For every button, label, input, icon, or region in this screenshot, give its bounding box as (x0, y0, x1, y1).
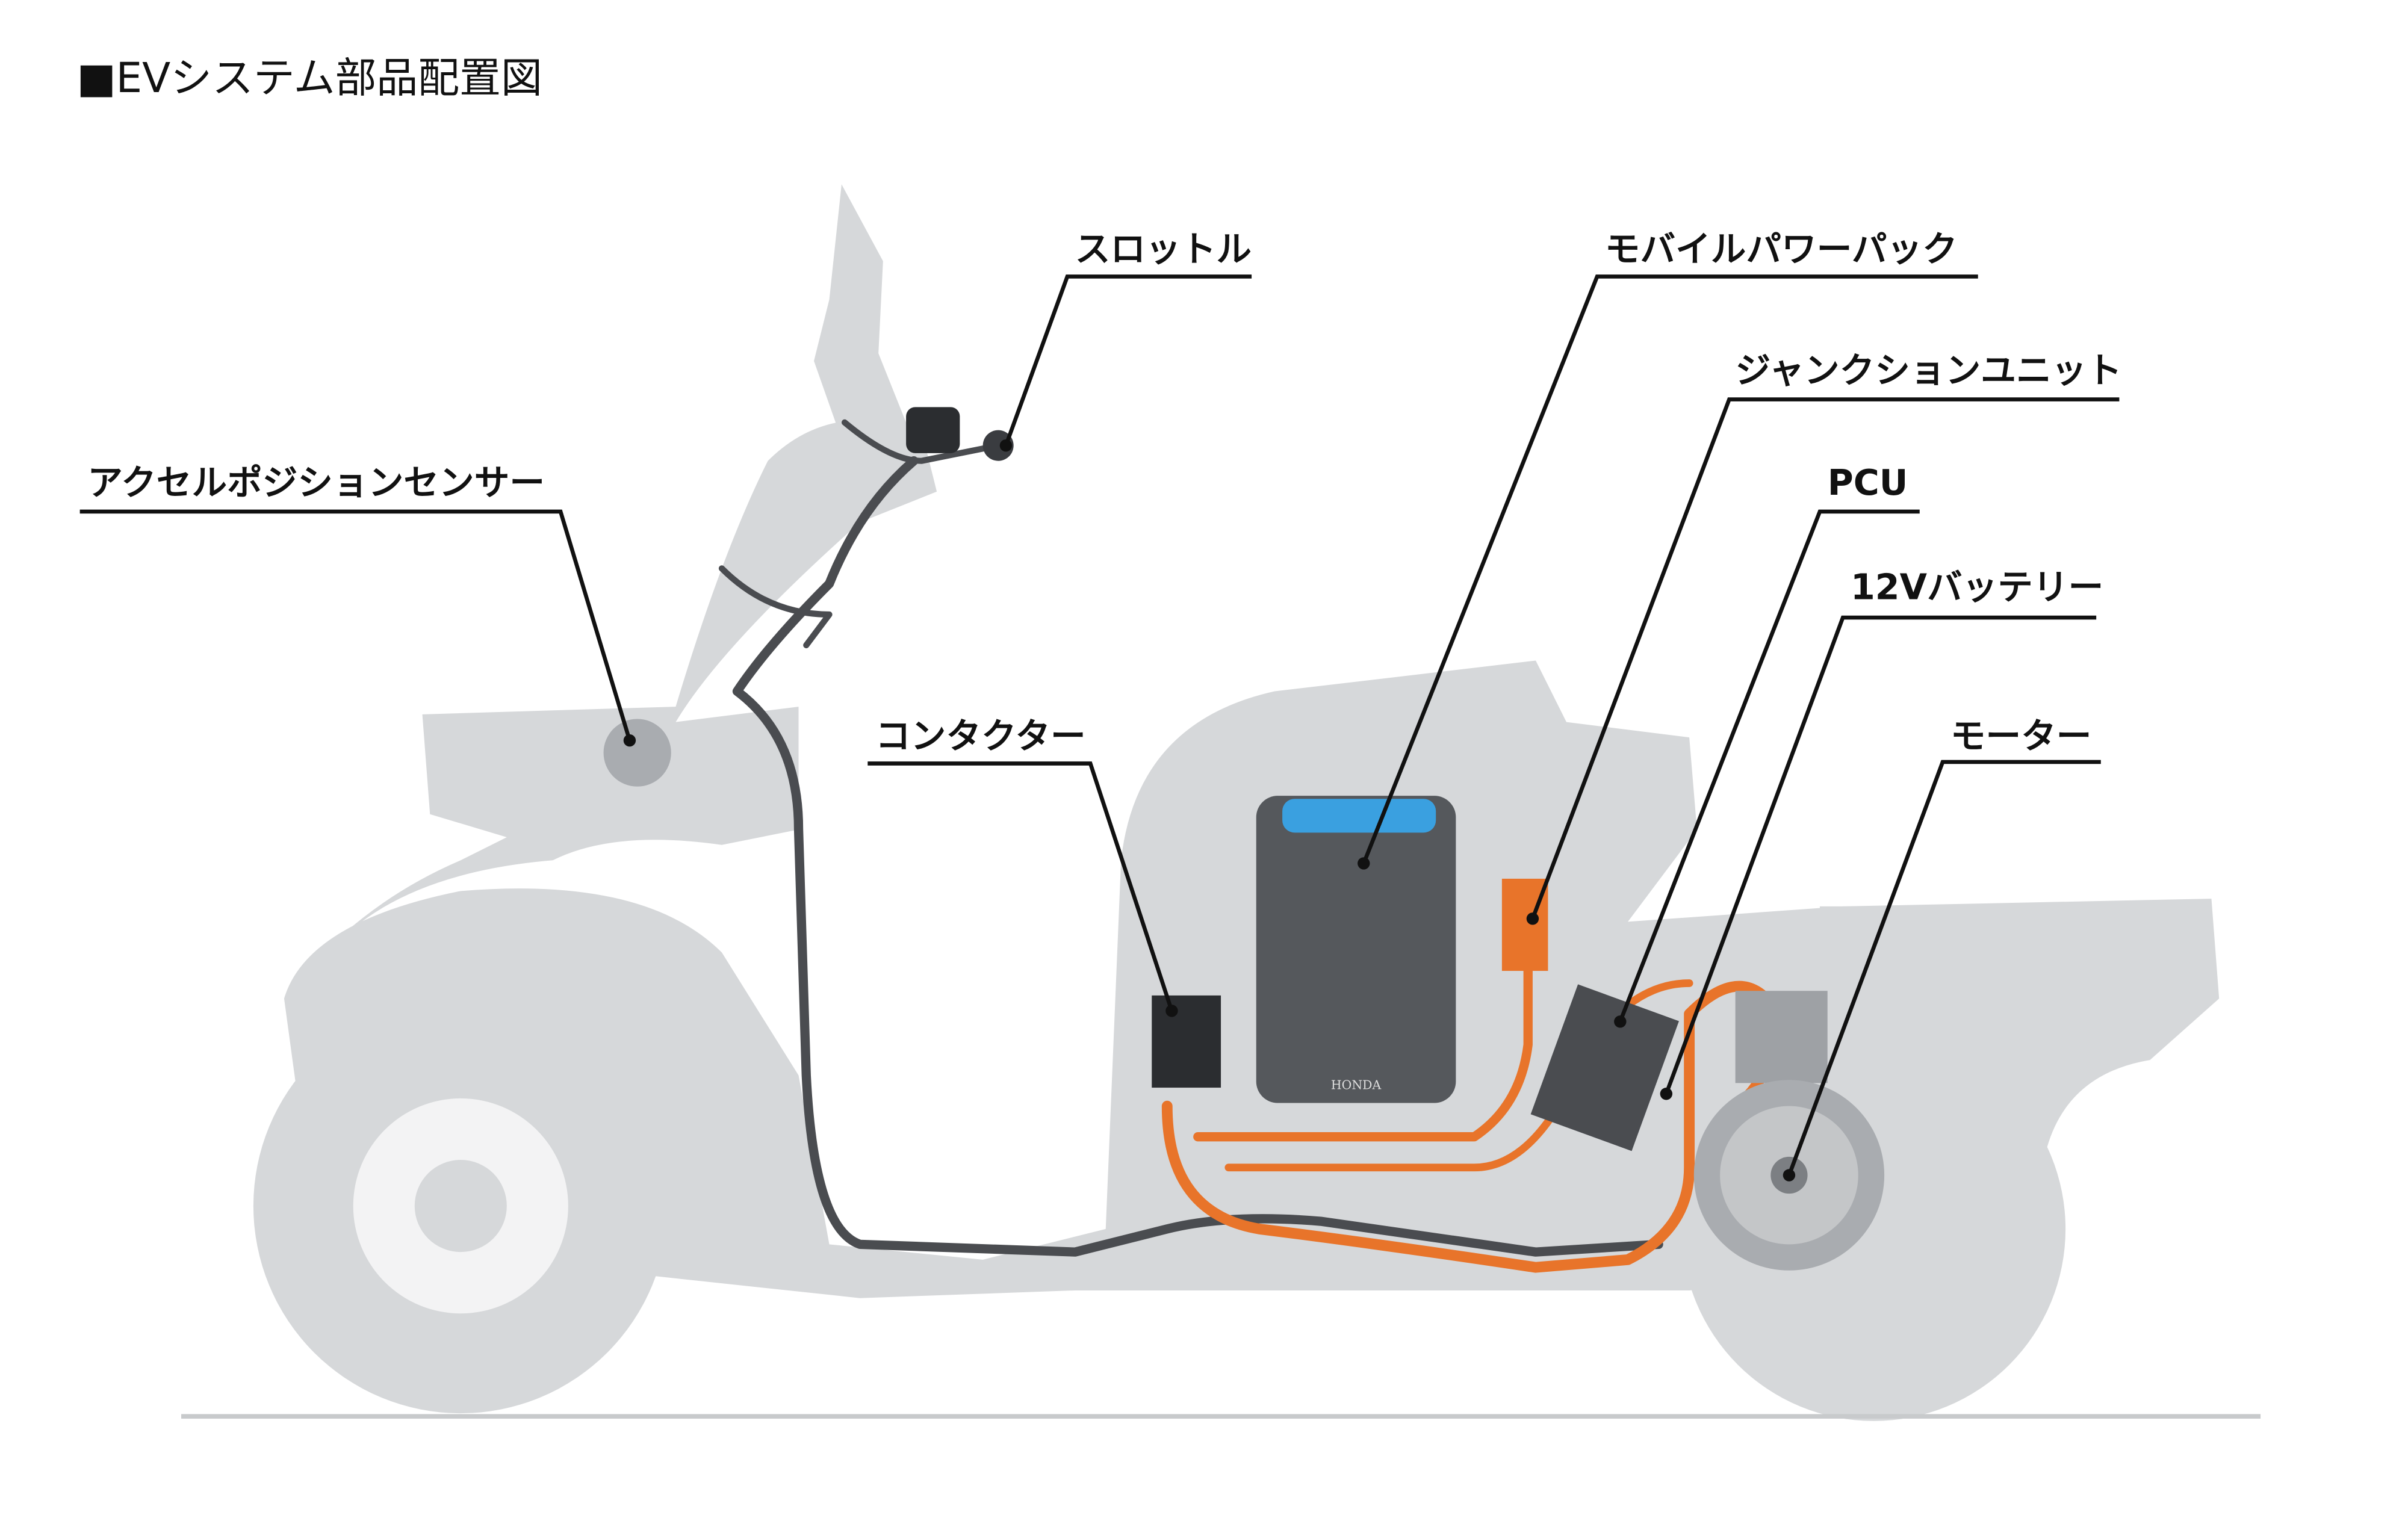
label-12v-battery: 12Vバッテリー (1851, 566, 2103, 607)
label-junction-unit: ジャンクションユニット (1736, 350, 2122, 391)
callout-motor: モーター (1783, 716, 2101, 1182)
label-mobile-power-pack: モバイルパワーパック (1605, 229, 1958, 270)
label-accel-sensor: アクセルポジションセンサー (87, 462, 545, 503)
callout-throttle: スロットル (999, 229, 1252, 452)
page-title: ■EVシステム部品配置図 (77, 54, 542, 102)
front-wheel (353, 1098, 568, 1314)
callout-mobile-power-pack: モバイルパワーパック (1358, 229, 1978, 870)
label-contactor: コンタクター (875, 716, 1086, 757)
honda-logo: HONDA (1331, 1078, 1382, 1092)
pcu-part (1530, 984, 1679, 1151)
battery-12v-part (1735, 991, 1828, 1083)
callout-accel-sensor: アクセルポジションセンサー (79, 462, 636, 747)
callout-contactor: コンタクター (867, 716, 1178, 1017)
contactor-part (1152, 995, 1221, 1088)
label-motor: モーター (1950, 716, 2092, 757)
wiring-harness (603, 407, 1663, 1257)
callout-12v-battery: 12Vバッテリー (1660, 566, 2103, 1100)
callout-pcu: PCU (1614, 462, 1920, 1028)
callout-junction-unit: ジャンクションユニット (1526, 350, 2122, 925)
label-throttle: スロットル (1075, 229, 1252, 270)
throttle-part (906, 407, 960, 453)
mobile-power-pack: HONDA (1256, 796, 1456, 1103)
accel-sensor-part (603, 719, 671, 787)
label-pcu: PCU (1828, 462, 1908, 503)
